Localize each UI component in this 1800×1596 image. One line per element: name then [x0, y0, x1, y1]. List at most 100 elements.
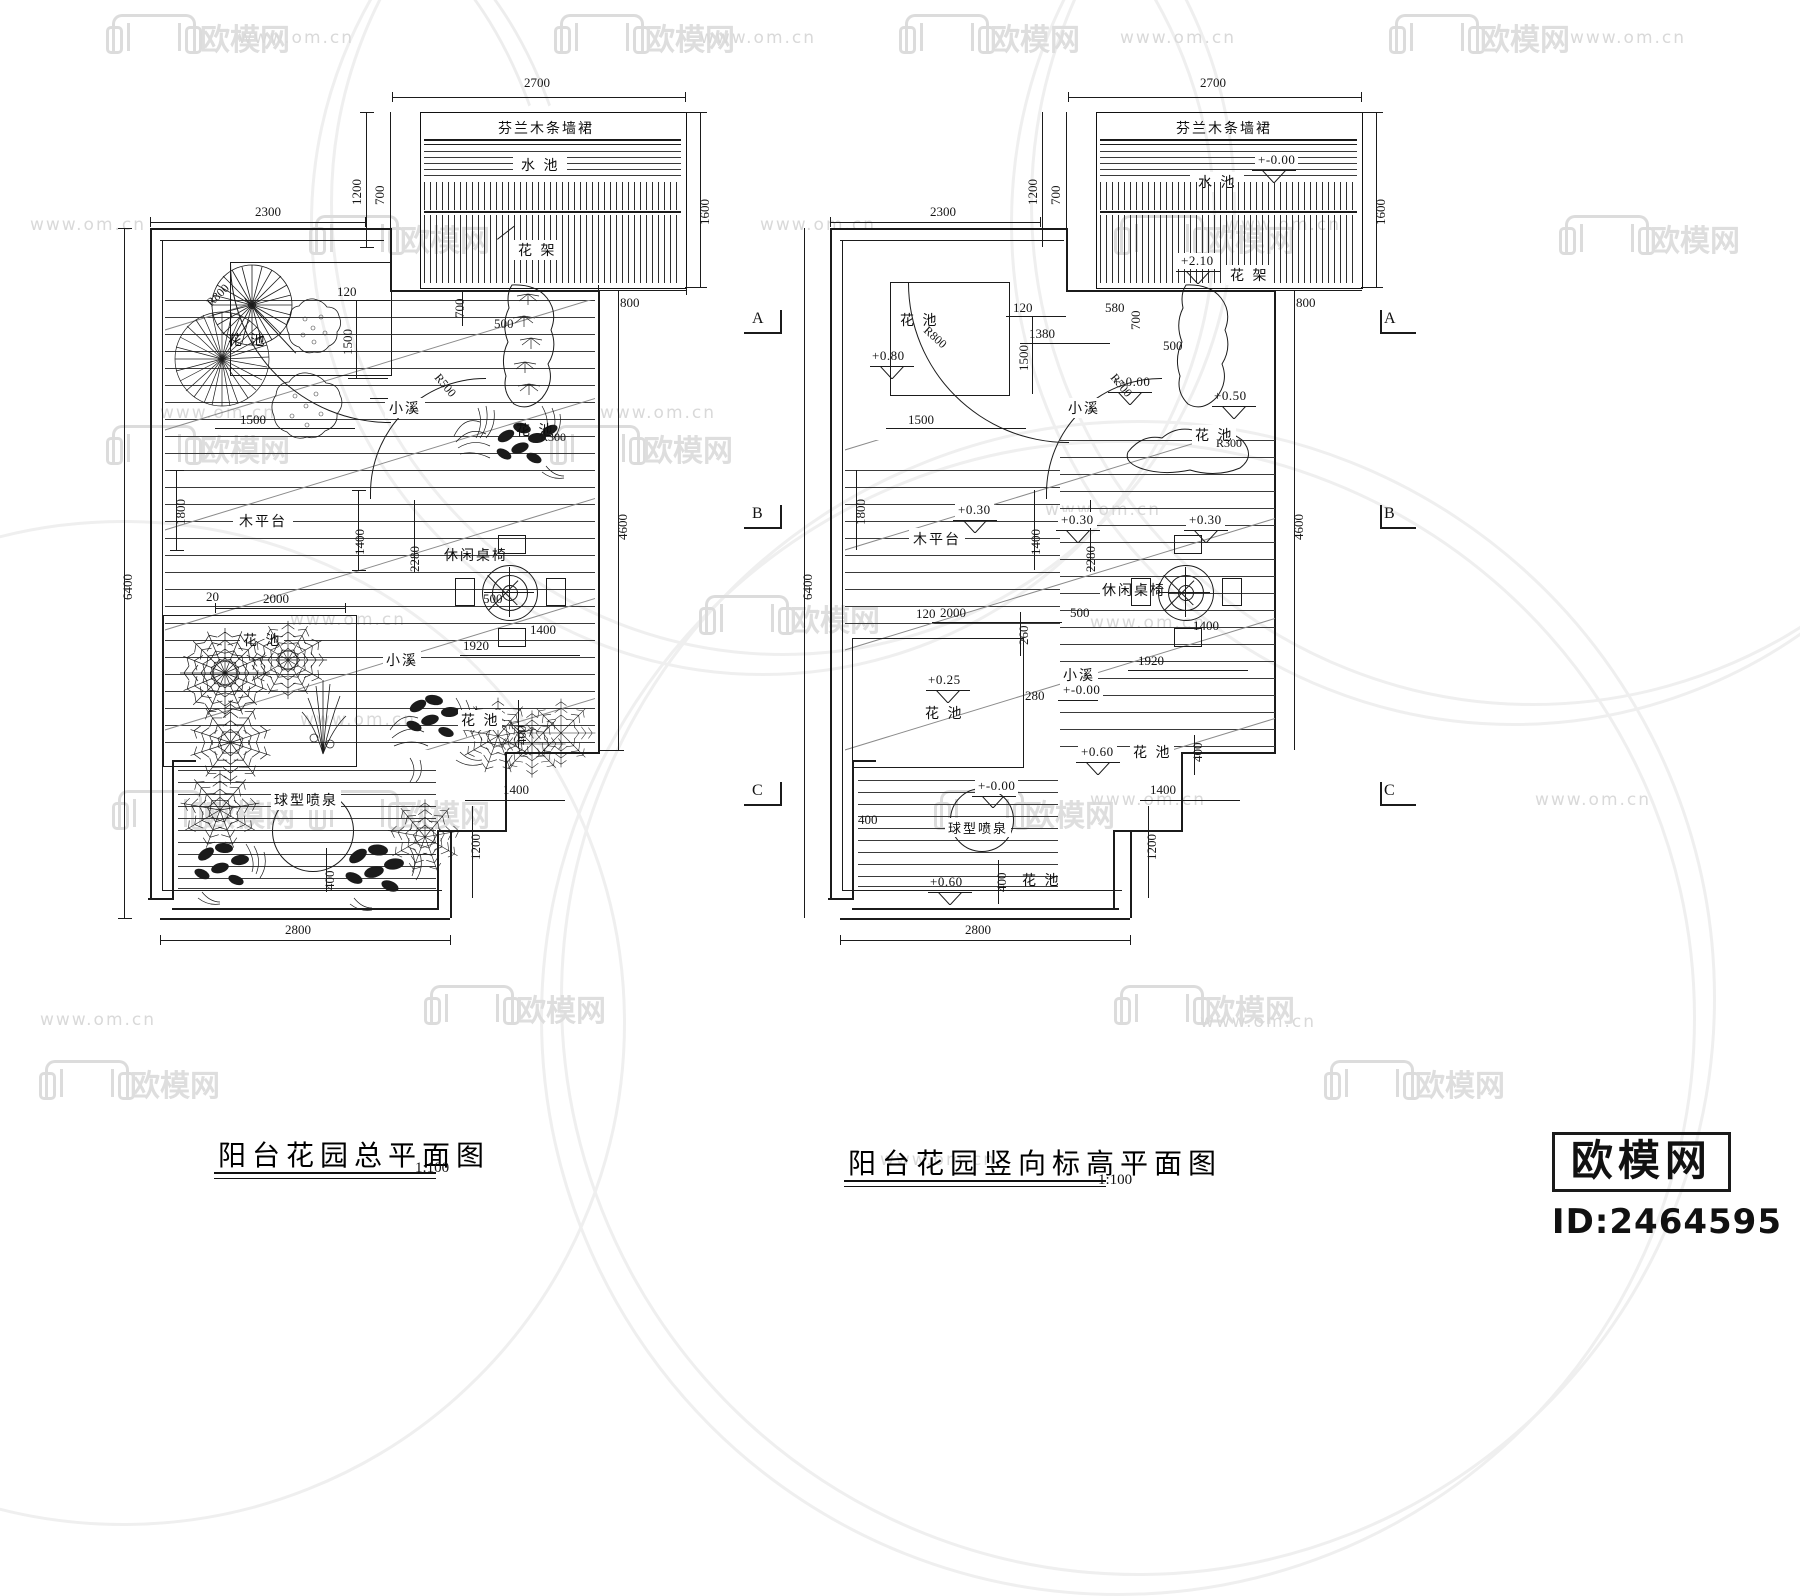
- elevation-bed-080: +0.80: [872, 348, 905, 363]
- dim-1500-h-left: 1500: [240, 412, 266, 427]
- label-wood-deck-right: 木平台: [909, 528, 965, 550]
- dim-1920-left: 1920: [463, 638, 489, 653]
- fern-plan-symbol: [170, 618, 280, 728]
- chair-symbol: [455, 578, 475, 606]
- elevation-deck-030-b: +0.30: [1058, 512, 1097, 528]
- planting-strip-upper: [498, 282, 560, 412]
- dim-400-r3: 400: [994, 872, 1009, 893]
- elevation-bed-025: +0.25: [928, 672, 961, 687]
- dim-120-r2: 120: [916, 606, 936, 621]
- dim-1500-h-r: 1500: [908, 412, 934, 427]
- chair-symbol: [498, 535, 526, 554]
- dim-6400-left: 6400: [120, 574, 135, 600]
- elevation-triangle: [1262, 170, 1286, 183]
- elevation-pergola-r: +2.10: [1178, 253, 1217, 269]
- dim-700-r2: 700: [1128, 310, 1143, 331]
- round-table-symbol: [482, 565, 538, 621]
- dim-2800-r: 2800: [965, 922, 991, 937]
- dim-2000-r: 2000: [940, 605, 966, 620]
- elevation-stream-000: +-0.00: [1060, 682, 1104, 698]
- leaf-cluster-symbol: [182, 830, 278, 910]
- elevation-bed-050: +0.50: [1214, 388, 1247, 403]
- dim-1200: 1200: [349, 179, 364, 205]
- elevation-fountain-000: +-0.00: [975, 778, 1019, 794]
- section-mark-c-right: C: [1384, 782, 1395, 799]
- dim-1400-left3: 1400: [503, 782, 529, 797]
- leaf-cluster-symbol: [330, 830, 430, 916]
- label-table-chairs-right: 休闲桌椅: [1100, 580, 1168, 600]
- dim-800-r: 800: [1296, 295, 1316, 310]
- dim-4600-r: 4600: [1291, 514, 1306, 540]
- brand-logo: 欧模网: [1551, 1131, 1731, 1192]
- dim-2280-r: 2280: [1083, 546, 1098, 572]
- dim-1200-left2: 1200: [468, 834, 483, 860]
- radius-r300-left: R300: [540, 430, 567, 444]
- dim-400-left2: 400: [322, 870, 337, 891]
- chair-symbol: [546, 578, 566, 606]
- pool-pergola-outline: [420, 112, 687, 289]
- elevation-triangle: [938, 892, 962, 905]
- dim-1500-r: 1500: [1016, 345, 1031, 371]
- dim-1600-r: 1600: [1373, 199, 1388, 225]
- dim-700-r: 700: [1048, 185, 1063, 206]
- dim-1200-r2: 1200: [1144, 834, 1159, 860]
- label-wood-deck-left: 木平台: [233, 510, 293, 532]
- right-plan-title: 阳台花园竖向标高平面图: [848, 1147, 1223, 1180]
- section-mark-a-left: A: [752, 310, 764, 327]
- label-flowerbed-right-3: 花 池: [925, 706, 964, 722]
- chair-symbol: [498, 628, 526, 647]
- dim-1380-r: 1380: [1029, 326, 1055, 341]
- dim-1400-r2: 1400: [1193, 618, 1219, 633]
- elevation-triangle: [982, 796, 1004, 808]
- elevation-deck-030-a: +0.30: [955, 502, 994, 518]
- planting-cluster-mid: [442, 390, 570, 490]
- site-logo-block: 欧模网 ID:2464595: [1551, 1131, 1782, 1242]
- dim-4600-left: 4600: [615, 514, 630, 540]
- model-id: ID:2464595: [1551, 1202, 1782, 1242]
- label-stream-left-2: 小溪: [383, 650, 421, 670]
- label-table-chairs-left: 休闲桌椅: [444, 548, 508, 564]
- elevation-pool-r: +-0.00: [1255, 152, 1299, 168]
- label-fountain-left: 球型喷泉: [271, 790, 341, 810]
- grass-plan-symbol: [290, 670, 356, 756]
- dim-1800-r: 1800: [853, 499, 868, 525]
- right-plan-scale: 1:100: [1098, 1172, 1133, 1188]
- label-stream-right: 小溪: [1064, 398, 1104, 418]
- dim-500-left2: 500: [483, 591, 503, 606]
- fern-plan-symbol: [488, 700, 576, 788]
- elevation-triangle: [1186, 271, 1210, 284]
- dim-1400-left: 1400: [352, 529, 367, 555]
- dim-120-r: 120: [1013, 300, 1033, 315]
- dim-500-r2: 500: [1070, 605, 1090, 620]
- elevation-bed-060-a: +0.60: [1078, 744, 1117, 760]
- chair-symbol: [1174, 628, 1202, 647]
- section-mark-b-left: B: [752, 505, 763, 522]
- elevation-triangle: [936, 690, 960, 703]
- elevation-bed-060-b: +0.60: [930, 874, 963, 889]
- fern-plan-symbol: [170, 760, 270, 860]
- dim-580-r: 580: [1105, 300, 1125, 315]
- chair-symbol: [1222, 578, 1242, 606]
- elevation-triangle: [1086, 762, 1110, 775]
- dim-1500-left: 1500: [340, 329, 355, 355]
- elevation-triangle: [963, 520, 987, 533]
- dim-500-left: 500: [494, 316, 514, 331]
- dim-400-r2: 400: [858, 812, 878, 827]
- dim-120-left: 120: [337, 284, 357, 299]
- dim-1400-r3: 1400: [1150, 782, 1176, 797]
- chair-symbol: [1174, 535, 1202, 554]
- dim-2000-left: 2000: [263, 591, 289, 606]
- fern-plan-symbol: [238, 610, 338, 710]
- label-stream-left: 小溪: [385, 398, 425, 418]
- dim-400-r: 400: [1190, 742, 1205, 763]
- left-plan-title: 阳台花园总平面图: [218, 1139, 491, 1172]
- pergola-slats-upper-r: [1100, 182, 1357, 210]
- pergola-slats-upper: [424, 182, 681, 210]
- lower-flowerbed-box-r: [852, 638, 1024, 768]
- elevation-deck-030-c: +0.30: [1186, 512, 1225, 528]
- dim-top-2700: 2700: [524, 75, 550, 90]
- dim-1600: 1600: [697, 199, 712, 225]
- section-mark-c-left: C: [752, 782, 763, 799]
- elevation-triangle: [1222, 406, 1246, 419]
- label-flowerbed-right-4: 花 池: [1130, 742, 1175, 762]
